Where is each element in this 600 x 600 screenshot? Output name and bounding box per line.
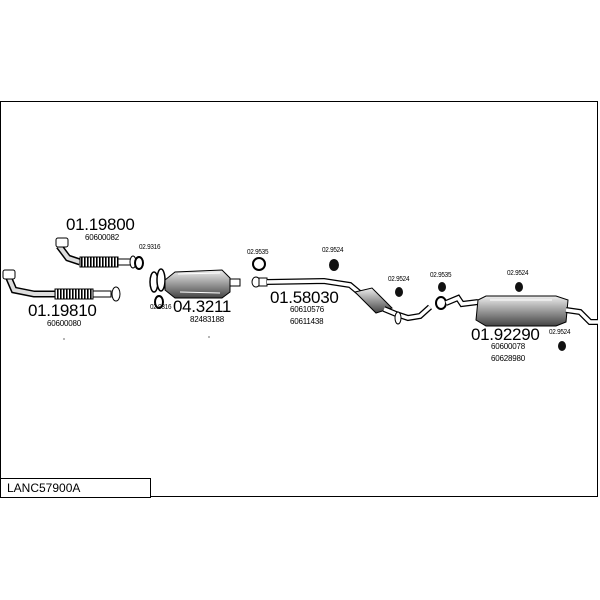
fitting-label-mount-b: 02.9524 <box>388 274 410 283</box>
oem-rear-silencer-1: 60600078 <box>491 342 525 351</box>
ring-b-drawing <box>435 296 447 310</box>
mount-b-drawing <box>395 287 403 297</box>
reference-code: LANC57900A <box>7 481 81 495</box>
fitting-label-gasket-front: 02.9316 <box>139 242 161 251</box>
ring-a-drawing <box>252 257 266 271</box>
part-number-rear-silencer: 01.92290 <box>471 325 540 344</box>
oem-front-pipe-upper: 60600082 <box>85 233 119 242</box>
oem-middle-silencer-2: 60611438 <box>290 317 324 326</box>
part-number-catalyst: 04.3211 <box>173 297 232 316</box>
oem-front-pipe-lower: 60600080 <box>47 319 81 328</box>
clamp-drawing <box>251 276 268 288</box>
mount-e-drawing <box>558 341 566 351</box>
diagram-frame <box>0 101 598 497</box>
middle-silencer-drawing <box>266 277 433 325</box>
catalyst-drawing <box>149 268 241 309</box>
part-number-front-pipe-upper: 01.19800 <box>66 215 135 234</box>
part-number-front-pipe-lower: 01.19810 <box>28 301 97 320</box>
front-pipe-upper-drawing <box>55 237 137 269</box>
oem-middle-silencer-1: 60610576 <box>290 305 324 314</box>
fitting-label-ring-a: 02.9535 <box>247 247 269 256</box>
reference-box: LANC57900A <box>0 478 151 498</box>
fitting-label-gasket-cat: 02.9316 <box>150 302 172 311</box>
mount-c-drawing <box>438 282 446 292</box>
oem-rear-silencer-2: 60628980 <box>491 354 525 363</box>
rear-silencer-drawing <box>444 294 598 327</box>
part-number-middle-silencer: 01.58030 <box>270 288 339 307</box>
oem-catalyst: 82483188 <box>190 315 224 324</box>
mount-a-drawing <box>329 259 339 271</box>
fitting-label-ring-b: 02.9535 <box>430 270 452 279</box>
front-pipe-lower-drawing <box>2 269 121 302</box>
fitting-label-mount-d: 02.9524 <box>549 327 571 336</box>
fitting-label-mount-a: 02.9524 <box>322 245 344 254</box>
fitting-label-mount-c: 02.9524 <box>507 268 529 277</box>
mount-d-drawing <box>515 282 523 292</box>
gasket-front-drawing <box>134 256 144 270</box>
